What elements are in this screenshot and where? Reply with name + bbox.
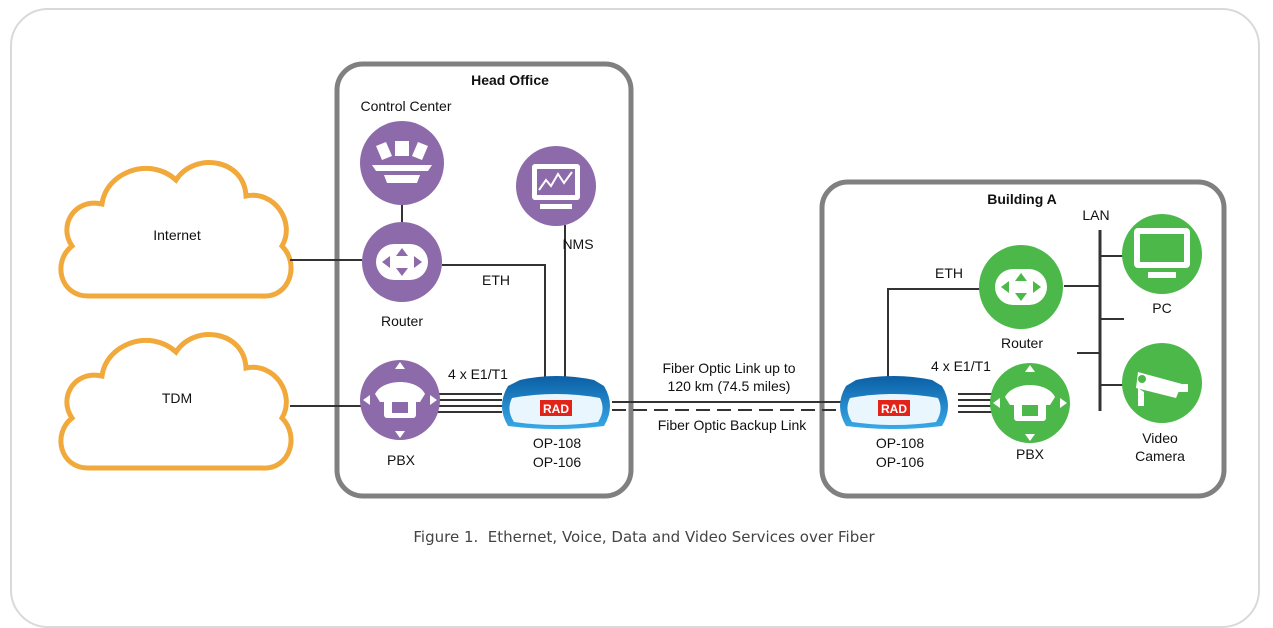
camera-label-line1: Video — [1142, 430, 1178, 446]
head-office-title: Head Office — [471, 72, 549, 88]
pc-label: PC — [1152, 300, 1171, 316]
internet-cloud — [58, 160, 294, 299]
lan-label: LAN — [1082, 207, 1109, 223]
internet-label: Internet — [153, 227, 201, 243]
fiber-backup-label: Fiber Optic Backup Link — [658, 417, 808, 433]
control-center-label: Control Center — [360, 98, 451, 114]
building-a-pbx — [990, 363, 1070, 443]
head-office-device-line1: OP-108 — [533, 435, 581, 451]
pc-node — [1122, 214, 1202, 294]
fiber-link-line2: 120 km (74.5 miles) — [668, 378, 791, 394]
head-office-router — [362, 222, 442, 302]
building-a-device-line2: OP-106 — [876, 454, 924, 470]
building-a-pbx-label: PBX — [1016, 446, 1045, 462]
head-office-eth-label: ETH — [482, 272, 510, 288]
building-a-title: Building A — [987, 191, 1056, 207]
nms-label: NMS — [562, 236, 593, 252]
building-a-e1t1-label: 4 x E1/T1 — [931, 358, 991, 374]
network-diagram: Internet TDM Head Office Control Center … — [58, 61, 1227, 546]
control-center-node — [360, 121, 444, 205]
camera-label-line2: Camera — [1135, 448, 1185, 464]
figure-caption: Figure 1. Ethernet, Voice, Data and Vide… — [413, 528, 875, 546]
head-office-logo: RAD — [543, 402, 569, 416]
fiber-link-line1: Fiber Optic Link up to — [662, 360, 795, 376]
head-office-router-label: Router — [381, 313, 423, 329]
building-a-eth-label: ETH — [935, 265, 963, 281]
building-a-router-label: Router — [1001, 335, 1043, 351]
building-a-router — [979, 245, 1063, 329]
head-office-device-line2: OP-106 — [533, 454, 581, 470]
nms-node — [516, 146, 596, 226]
video-camera-node — [1122, 343, 1202, 423]
head-office-pbx-label: PBX — [387, 452, 416, 468]
building-a-device — [840, 376, 948, 429]
tdm-cloud — [58, 332, 294, 471]
head-office-pbx — [360, 360, 440, 440]
head-office-e1t1-label: 4 x E1/T1 — [448, 366, 508, 382]
tdm-label: TDM — [162, 390, 192, 406]
building-a-device-line1: OP-108 — [876, 435, 924, 451]
head-office-device — [502, 376, 610, 429]
connection-lines — [290, 205, 1124, 413]
building-a-logo: RAD — [881, 402, 907, 416]
